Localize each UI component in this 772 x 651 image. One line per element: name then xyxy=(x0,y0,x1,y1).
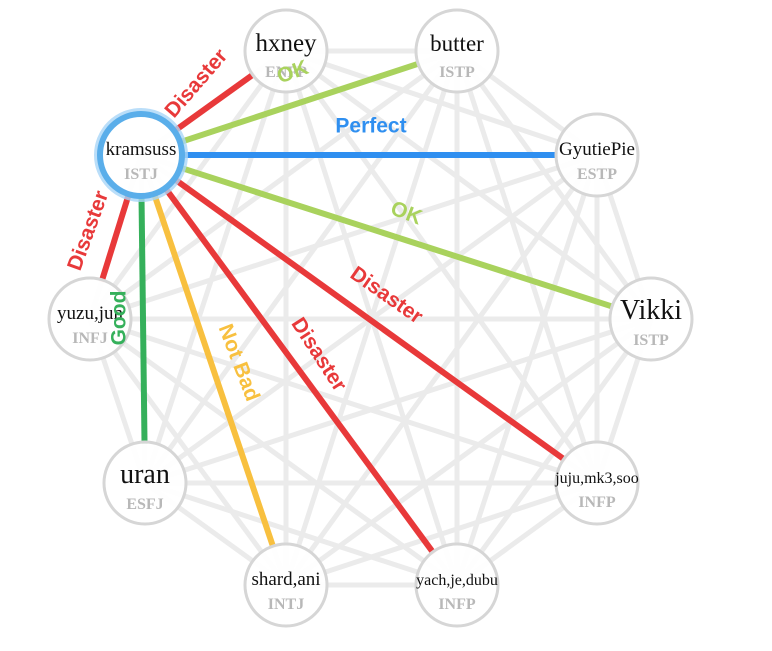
background-connection xyxy=(454,152,600,588)
node-type: ISTP xyxy=(633,332,669,349)
relationship-edge-shard-ani[interactable] xyxy=(151,192,277,550)
node-circle[interactable] xyxy=(414,542,500,628)
relationship-edge-vikki[interactable] xyxy=(179,164,615,310)
background-connection xyxy=(283,480,600,588)
relationship-edge-uran[interactable] xyxy=(138,195,148,445)
node-name: Vikki xyxy=(620,295,682,326)
node-type: ESTP xyxy=(577,166,617,183)
background-connection xyxy=(142,480,460,588)
node-circle[interactable] xyxy=(243,8,329,94)
node-name: kramsuss xyxy=(106,139,177,160)
relationship-edge-butter[interactable] xyxy=(179,60,421,146)
background-connection xyxy=(283,48,654,322)
relationship-label-hxney: Disaster xyxy=(160,45,232,123)
relationship-edge-yuzu-jun[interactable] xyxy=(98,193,132,283)
relationship-edge-yach-je-dubu[interactable] xyxy=(162,186,437,556)
node-name: juju,mk3,soo xyxy=(554,470,639,487)
node-type: INFP xyxy=(578,494,616,511)
background-connection xyxy=(454,48,600,486)
background-connection xyxy=(142,316,654,486)
node-circle[interactable] xyxy=(97,111,185,199)
node-name: butter xyxy=(430,31,484,56)
background-connection xyxy=(87,48,289,322)
relationship-label-uran: Good xyxy=(108,291,131,346)
node-circle[interactable] xyxy=(608,276,694,362)
node-type: ISTP xyxy=(439,64,475,81)
relationship-label-gyutiepie: Perfect xyxy=(335,115,406,138)
node-type: ENFP xyxy=(265,64,307,81)
node-circle[interactable] xyxy=(47,276,133,362)
node-type: INTJ xyxy=(268,596,304,613)
background-connection xyxy=(87,316,600,486)
node-name: uran xyxy=(120,459,170,490)
background-connection xyxy=(283,316,654,588)
node-name: yach,je,dubu xyxy=(416,572,498,589)
node-name: yuzu,jun xyxy=(57,303,123,324)
background-connection xyxy=(87,316,460,588)
node-name: shard,ani xyxy=(251,569,320,590)
selection-glow xyxy=(94,108,188,202)
node-type: INFP xyxy=(438,596,476,613)
relationship-label-vikki: OK xyxy=(388,197,426,230)
background-connection xyxy=(142,48,289,486)
relationship-edge-hxney[interactable] xyxy=(172,71,257,134)
node-circle[interactable] xyxy=(243,542,329,628)
background-connection xyxy=(87,316,289,588)
relationship-edge-juju-mk3-soo[interactable] xyxy=(172,176,568,463)
node-circle[interactable] xyxy=(414,8,500,94)
node-type: INFJ xyxy=(72,330,108,347)
node-name: hxney xyxy=(255,30,317,57)
node-name: GyutiePie xyxy=(559,139,635,160)
relationship-edges xyxy=(98,60,615,556)
node-type: ISTJ xyxy=(124,166,158,183)
node-circle[interactable] xyxy=(102,440,188,526)
node-circle[interactable] xyxy=(554,440,640,526)
node-circle[interactable] xyxy=(554,112,640,198)
background-connection xyxy=(87,48,460,322)
background-connection xyxy=(87,152,600,322)
node-type: ESFJ xyxy=(126,496,163,513)
